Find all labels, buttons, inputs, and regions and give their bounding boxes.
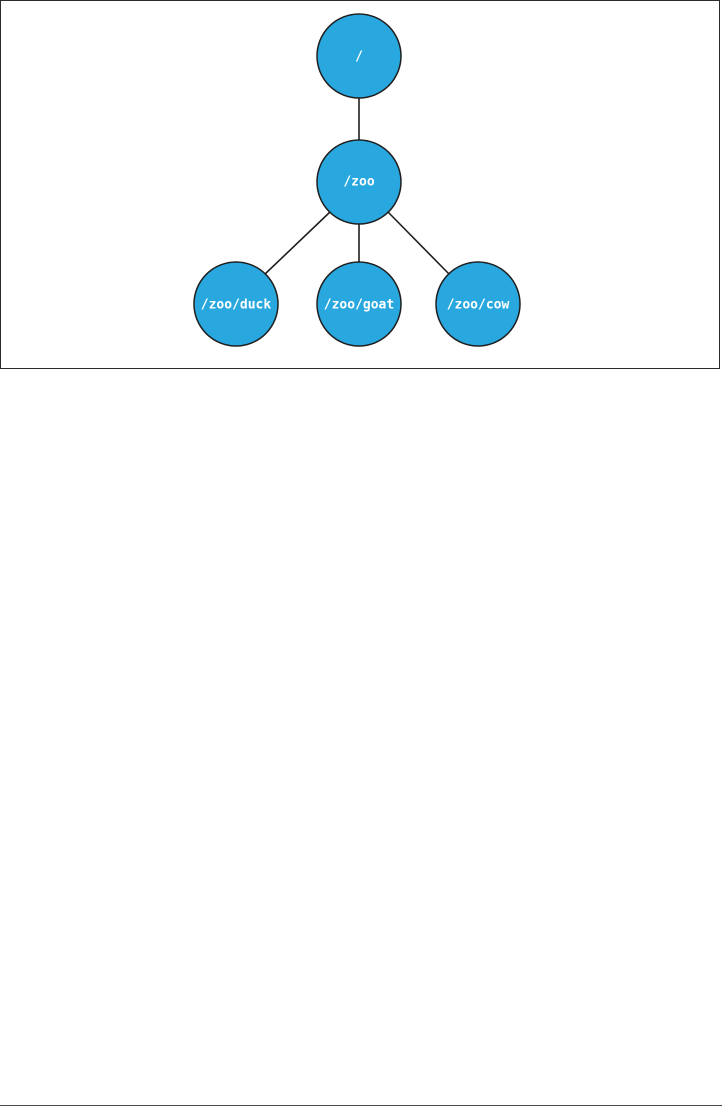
node-label: /zoo/duck [201, 298, 272, 313]
tree-node-goat: /zoo/goat [317, 262, 401, 346]
edge-zoo-duck [264, 212, 330, 275]
page-footer-rule [0, 1105, 722, 1106]
node-label: /zoo/goat [324, 298, 394, 313]
node-label: / [355, 50, 363, 65]
node-label: /zoo [343, 175, 374, 190]
edge-zoo-cow [388, 212, 450, 275]
tree-node-zoo: /zoo [317, 140, 401, 224]
node-label: /zoo/cow [447, 298, 510, 313]
tree-node-cow: /zoo/cow [436, 262, 520, 346]
znode-tree-diagram: / /zoo /zoo/duck /zoo/goat /zoo/cow [0, 0, 722, 370]
tree-node-root: / [317, 14, 401, 98]
tree-node-duck: /zoo/duck [194, 262, 278, 346]
